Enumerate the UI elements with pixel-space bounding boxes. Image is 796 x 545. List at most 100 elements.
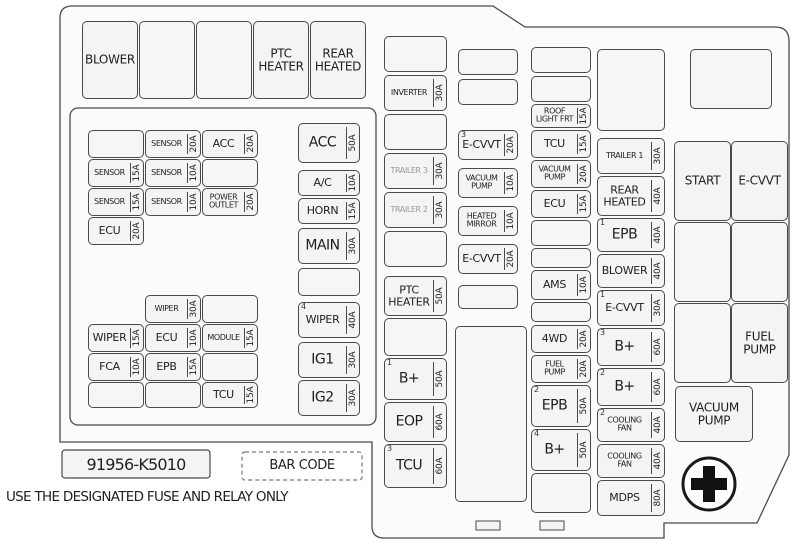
fuse-tcu-mid: TCU 15A bbox=[531, 130, 591, 158]
instruction-text: USE THE DESIGNATED FUSE AND RELAY ONLY bbox=[6, 489, 289, 505]
fuse-c3-empty-1 bbox=[531, 220, 591, 246]
ground-plus-icon bbox=[681, 456, 737, 512]
fuse-c4-top bbox=[597, 49, 665, 131]
barcode-label: BAR CODE bbox=[269, 458, 335, 473]
connector-tab-1 bbox=[475, 520, 501, 531]
fuse-amp-text: 20A bbox=[132, 222, 142, 240]
fuse-l-empty-6 bbox=[145, 382, 201, 408]
fuse-position-number: 3 bbox=[461, 130, 467, 139]
fuse-label: IG1 bbox=[311, 351, 334, 368]
fuse-amp-text: 20A bbox=[579, 330, 589, 348]
fuse-amp-rating: 30A bbox=[651, 294, 664, 322]
fuse-position-number: 2 bbox=[600, 368, 606, 377]
fuse-position-number: 1 bbox=[600, 218, 606, 227]
connector-tab-2 bbox=[539, 520, 565, 531]
fuse-label: FUEL PUMP bbox=[544, 359, 565, 377]
fuse-position-number: 1 bbox=[600, 290, 606, 299]
fuse-label: B+ bbox=[398, 370, 420, 387]
fuse-amp-rating: 10A bbox=[346, 174, 359, 192]
fuse-amp-rating: 15A bbox=[244, 328, 257, 348]
fuse-amp-rating: 30A bbox=[346, 384, 359, 412]
fuse-amp-text: 10A bbox=[506, 174, 516, 192]
fuse-amp-text: 40A bbox=[653, 187, 663, 205]
fuse-amp-rating: 60A bbox=[433, 406, 446, 438]
fuse-amp-text: 30A bbox=[348, 389, 358, 407]
fuse-vacuum-pump-relay: VACUUM PUMP bbox=[675, 386, 753, 442]
fuse-amp-text: 15A bbox=[579, 107, 589, 125]
fuse-position-number: 3 bbox=[387, 444, 393, 453]
fuse-amp-rating: 15A bbox=[577, 134, 590, 154]
fuse-amp-rating: 40A bbox=[346, 306, 359, 334]
fuse-amp-text: 30A bbox=[435, 162, 445, 180]
fuse-rear-heated-top: REAR HEATED bbox=[310, 21, 366, 99]
fuse-4wd: 4WD 20A bbox=[531, 325, 591, 353]
fuse-amp-rating: 10A bbox=[187, 328, 200, 348]
fuse-label: TCU bbox=[544, 137, 565, 151]
fuse-amp-text: 40A bbox=[653, 416, 663, 434]
fuse-m-empty bbox=[298, 268, 360, 296]
fuse-label: PTC HEATER bbox=[388, 283, 430, 308]
fuse-label: E-CVVT bbox=[462, 138, 501, 152]
fuse-amp-text: 50A bbox=[435, 370, 445, 388]
fuse-label: FCA bbox=[99, 360, 120, 374]
fuse-amp-text: 40A bbox=[653, 452, 663, 470]
fuse-sensor-2: SENSOR 15A bbox=[88, 159, 144, 187]
fuse-label: TRAILER 1 bbox=[605, 150, 644, 160]
fuse-amp-rating: 10A bbox=[504, 172, 517, 194]
fuse-amp-text: 15A bbox=[579, 195, 589, 213]
fuse-amp-text: 50A bbox=[579, 441, 589, 459]
fuse-label: WIPER bbox=[92, 331, 127, 345]
fuse-l-empty-5 bbox=[88, 382, 144, 408]
fuse-amp-rating: 60A bbox=[651, 332, 664, 362]
fuse-top-empty-1 bbox=[139, 21, 195, 99]
fuse-label: BLOWER bbox=[601, 264, 648, 278]
fuse-ptc-heater-top: PTC HEATER bbox=[253, 21, 309, 99]
fuse-label: ACC bbox=[308, 134, 337, 151]
fuse-label: 4WD bbox=[541, 332, 568, 346]
fuse-amp-rating: 15A bbox=[130, 328, 143, 348]
fuse-amp-text: 10A bbox=[132, 358, 142, 376]
fuse-amp-rating: 20A bbox=[187, 134, 200, 154]
fuse-amp-text: 15A bbox=[132, 164, 142, 182]
fuse-amp-text: 10A bbox=[506, 212, 516, 230]
fuse-label: POWER OUTLET bbox=[208, 192, 239, 210]
fuse-label: ACC bbox=[212, 137, 235, 151]
fuse-c3-empty-3 bbox=[531, 302, 591, 322]
fuse-cooling-fan-2: COOLING FAN 40A bbox=[597, 444, 665, 478]
fuse-amp-rating: 40A bbox=[651, 448, 664, 474]
fuse-amp-rating: 15A bbox=[130, 163, 143, 183]
fuse-label: SENSOR bbox=[151, 138, 182, 148]
fuse-amp-rating: 60A bbox=[433, 448, 446, 484]
fuse-label: SENSOR bbox=[94, 196, 125, 206]
fuse-label: COOLING FAN bbox=[607, 451, 642, 469]
fuse-amp-rating: 30A bbox=[433, 79, 446, 107]
fuse-start: START bbox=[674, 141, 731, 221]
fuse-fca: FCA 10A bbox=[88, 353, 144, 381]
fuse-label: COOLING FAN bbox=[607, 415, 642, 433]
fuse-label: TCU bbox=[213, 388, 234, 402]
fuse-label: SENSOR bbox=[94, 167, 125, 177]
fuse-amp-rating: 80A bbox=[651, 484, 664, 512]
fuse-amp-text: 10A bbox=[189, 329, 199, 347]
fuse-amp-rating: 50A bbox=[433, 280, 446, 312]
fuse-amp-text: 10A bbox=[579, 276, 589, 294]
fuse-label: REAR HEATED bbox=[314, 46, 362, 73]
fuse-label: MODULE bbox=[207, 332, 240, 342]
fuse-c3-slot-2 bbox=[531, 76, 591, 102]
fuse-e-cvvt-relay: E-CVVT bbox=[731, 141, 788, 221]
fuse-amp-text: 20A bbox=[246, 135, 256, 153]
